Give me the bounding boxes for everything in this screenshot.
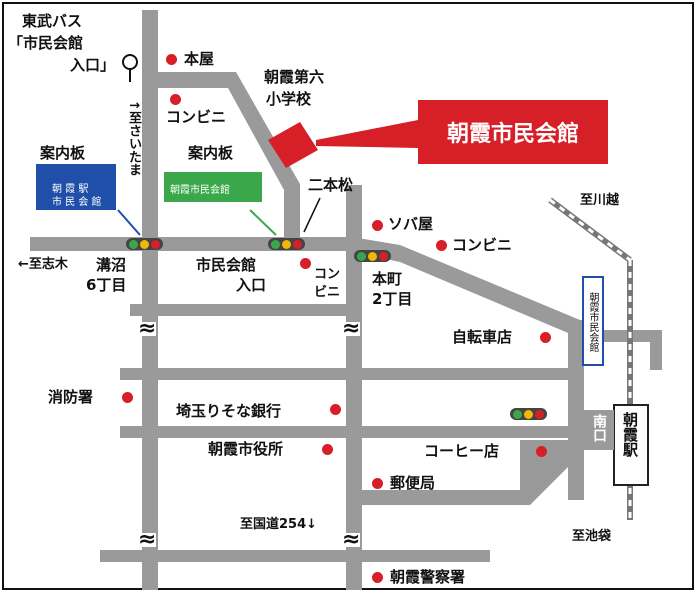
landmark-bicycle-shop: 自転車店 (452, 328, 513, 346)
landmark-dot (330, 404, 341, 415)
signboard-blue: 朝 霞 駅 市 民 会 館 (36, 164, 116, 210)
landmark-dot (300, 258, 311, 269)
landmark-post-office: 郵便局 (390, 474, 436, 492)
landmark-dot (372, 220, 383, 231)
intersection-honcho-2: 2丁目 (372, 290, 413, 308)
traffic-light (126, 238, 163, 250)
direction-kawagoe: 至川越 (580, 193, 620, 208)
landmark-bookstore: 本屋 (184, 50, 215, 68)
landmark-dot (436, 240, 447, 251)
landmark-police: 朝霞警察署 (390, 568, 466, 586)
signboard-green: 朝霞市民会館 (164, 172, 262, 202)
station-exit: 南口 (591, 414, 607, 442)
direction-shiki: ←至志木 (18, 257, 68, 272)
landmark-soba: ソバ屋 (388, 215, 434, 233)
intersection-hall-entrance: 市民会館 (196, 256, 257, 274)
signboard-vertical: 朝霞市民会館 (582, 276, 604, 366)
signboard-blue-text: 朝 霞 駅 市 民 会 館 (52, 184, 102, 208)
road-break-mark: ≈ (342, 527, 361, 552)
landmark-dot (322, 444, 333, 455)
bus-line-label: 東武バス (22, 12, 83, 30)
landmark-dot (122, 392, 133, 403)
landmark-dot (372, 478, 383, 489)
traffic-light (268, 238, 305, 250)
road-break-mark: ≈ (342, 316, 361, 341)
landmark-dot (540, 332, 551, 343)
direction-route254: 至国道254↓ (240, 517, 318, 532)
landmark-fire-station: 消防署 (48, 388, 94, 406)
landmark-konbini-1: コンビニ (166, 108, 227, 126)
landmark-konbini-3: コン (314, 267, 341, 282)
intersection-nihonmatsu: 二本松 (308, 176, 354, 194)
landmark-dot (372, 572, 383, 583)
direction-ikebukuro: 至池袋 (572, 529, 612, 544)
station-name: 朝霞駅 (621, 412, 639, 457)
landmark-coffee-shop: コーヒー店 (424, 442, 500, 460)
intersection-mizonuma: 溝沼 (96, 256, 127, 274)
landmark-bank: 埼玉りそな銀行 (176, 402, 282, 420)
signboard-title-2: 案内板 (188, 144, 234, 162)
traffic-light (354, 250, 391, 262)
signboard-green-text: 朝霞市民会館 (170, 185, 230, 196)
traffic-light (510, 408, 547, 420)
landmark-konbini-3b: ビニ (314, 285, 341, 300)
civic-hall-title: 朝霞市民会館 (418, 100, 608, 164)
landmark-konbini-2: コンビニ (452, 236, 513, 254)
bus-stop-name-2: 入口」 (70, 56, 116, 74)
intersection-mizonuma-2: 6丁目 (86, 276, 127, 294)
signboard-title-1: 案内板 (40, 144, 86, 162)
road-break-mark: ≈ (138, 527, 157, 552)
landmark-dot (536, 446, 547, 457)
intersection-hall-entrance-2: 入口 (236, 276, 267, 294)
direction-saitama: ↑至さいたま (126, 100, 141, 176)
landmark-school: 朝霞第六 (264, 68, 325, 86)
landmark-school-2: 小学校 (266, 90, 312, 108)
landmark-city-hall: 朝霞市役所 (208, 440, 284, 458)
road-break-mark: ≈ (138, 316, 157, 341)
bus-stop-name: 「市民会館 (8, 34, 84, 52)
landmark-dot (170, 94, 181, 105)
signboard-vertical-text: 朝霞市民会館 (587, 292, 598, 352)
intersection-honcho: 本町 (372, 270, 403, 288)
landmark-dot (166, 54, 177, 65)
